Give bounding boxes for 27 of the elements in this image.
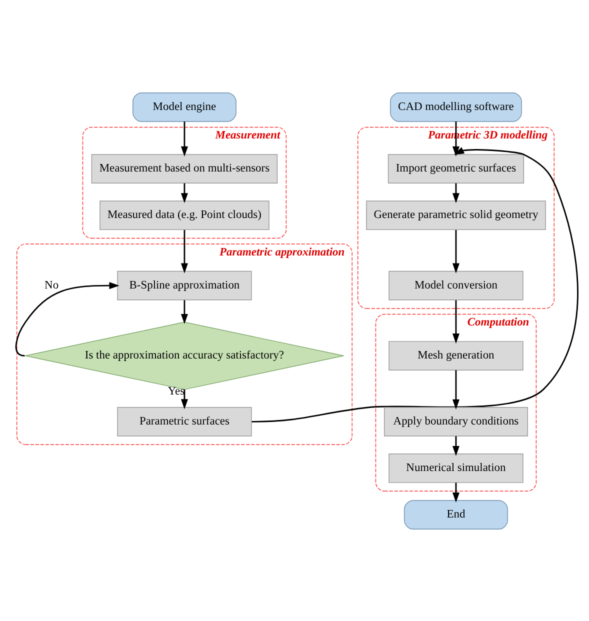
arrow bbox=[452, 436, 460, 456]
node-box: Model engine bbox=[132, 92, 236, 122]
arrow bbox=[180, 230, 188, 273]
node-box: End bbox=[404, 500, 508, 529]
arrow bbox=[180, 300, 188, 324]
node-box: Measurement based on multi-sensors bbox=[91, 154, 278, 183]
node-box: Parametric surfaces bbox=[117, 406, 252, 436]
node-box: Generate parametric solid geometry bbox=[366, 200, 546, 230]
arrow bbox=[180, 388, 188, 409]
node-box: Import geometric surfaces bbox=[388, 154, 524, 183]
edge-label: No bbox=[44, 279, 59, 292]
arrow bbox=[252, 146, 578, 422]
arrow bbox=[180, 182, 188, 203]
node-box: Mesh generation bbox=[388, 340, 524, 370]
arrow bbox=[452, 230, 460, 273]
arrow bbox=[15, 282, 120, 356]
node-box: Numerical simulation bbox=[388, 453, 524, 482]
arrow bbox=[452, 370, 460, 409]
node-box: Apply boundary conditions bbox=[384, 406, 528, 436]
node-box: Measured data (e.g. Point clouds) bbox=[100, 200, 270, 230]
arrow bbox=[180, 121, 188, 156]
arrow bbox=[452, 300, 460, 344]
node-box: CAD modelling software bbox=[390, 92, 522, 122]
arrow bbox=[452, 482, 460, 502]
arrow bbox=[452, 182, 460, 203]
node-box: Model conversion bbox=[388, 270, 524, 300]
node-box: B-Spline approximation bbox=[117, 270, 252, 300]
